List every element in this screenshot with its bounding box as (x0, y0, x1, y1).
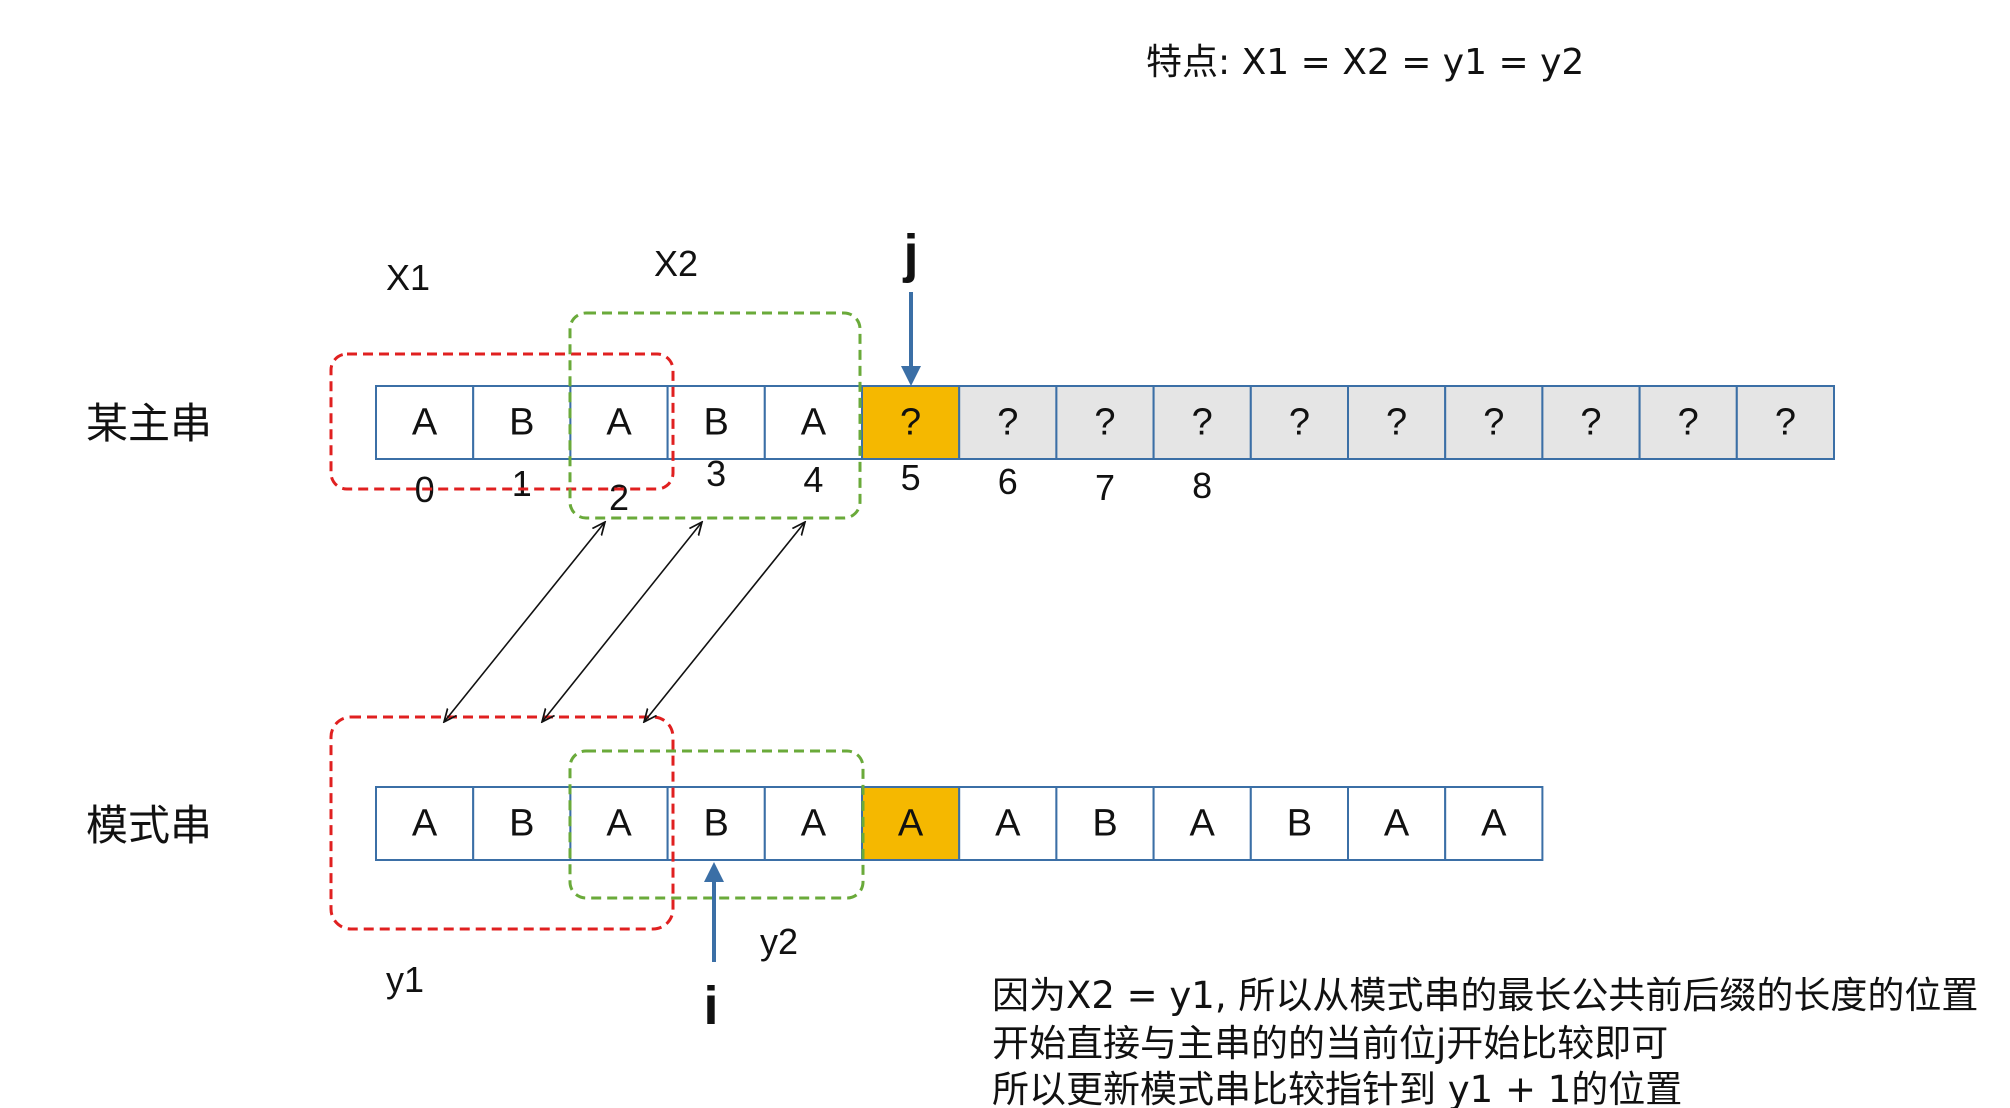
main-cell-box (1444, 385, 1544, 460)
pattern-cell-char: A (606, 803, 632, 845)
main-cell-char: B (704, 402, 729, 444)
main-cell-box (1541, 385, 1641, 460)
pattern-cell-box (1444, 786, 1544, 861)
pattern-cell-char: A (1481, 803, 1507, 845)
main-cell-char: ? (1192, 402, 1213, 444)
x2-label: X2 (654, 243, 698, 284)
pattern-cell-char: B (509, 803, 534, 845)
main-cell-box (1249, 385, 1350, 460)
pattern-cell-char: A (412, 803, 438, 845)
pointer-i-label: i (703, 976, 718, 1036)
main-cell-char: ? (1483, 402, 1504, 444)
pattern-cell-char: A (1190, 803, 1216, 845)
main-cell-box (1638, 385, 1738, 460)
x1-dashed-box (329, 352, 675, 491)
x1-label: X1 (386, 257, 430, 298)
note-line-1: 因为X2 = y1, 所以从模式串的最长公共前后缀的长度的位置 (992, 974, 1978, 1017)
pattern-cell-box (666, 786, 766, 861)
main-cell-box (763, 385, 863, 460)
main-index-label: 1 (512, 463, 532, 504)
main-index-label: 7 (1095, 467, 1115, 508)
main-cell-box (1152, 385, 1252, 460)
main-cell-char: ? (997, 402, 1018, 444)
match-arrow-1 (444, 522, 605, 722)
main-cell-box (958, 385, 1058, 460)
pattern-cell-char: B (1287, 803, 1312, 845)
main-index-label: 8 (1192, 465, 1212, 506)
pattern-cell-box (1249, 786, 1350, 861)
note-line-2: 开始直接与主串的的当前位j开始比较即可 (992, 1022, 1668, 1065)
main-cell-char: ? (1678, 402, 1699, 444)
main-index-label: 5 (901, 457, 921, 498)
match-arrow-2 (542, 522, 702, 722)
pattern-cell-char: B (704, 803, 729, 845)
main-cell-box (375, 385, 475, 460)
main-index-label: 6 (998, 461, 1018, 502)
main-cell-box (472, 385, 572, 460)
pattern-cell-box (569, 786, 669, 861)
main-cell-char: A (606, 402, 632, 444)
match-arrow-3 (644, 522, 805, 722)
pattern-row-label: 模式串 (86, 801, 212, 850)
main-cell-char: ? (1289, 402, 1310, 444)
main-cell-char: A (412, 402, 438, 444)
main-cell-char: ? (1580, 402, 1601, 444)
main-cell-char: A (801, 402, 827, 444)
pattern-cell-char: A (898, 803, 924, 845)
pattern-cell-char: A (801, 803, 827, 845)
pattern-cell-char: B (1092, 803, 1117, 845)
main-cell-char: ? (900, 402, 921, 444)
main-index-label: 4 (803, 459, 823, 500)
main-index-label: 2 (609, 477, 629, 518)
main-cell-char: ? (1094, 402, 1115, 444)
main-row-label: 某主串 (86, 399, 212, 448)
main-cell-box (1735, 385, 1836, 460)
note-line-3: 所以更新模式串比较指针到 y1 + 1的位置 (992, 1068, 1682, 1108)
y1-label: y1 (386, 959, 424, 1000)
main-cell-box (861, 385, 961, 460)
pointer-j-label: j (902, 224, 918, 284)
main-string-cells: A B A B A?????????? (375, 385, 1836, 460)
main-cell-char: ? (1386, 402, 1407, 444)
main-index-label: 3 (706, 453, 726, 494)
pattern-cell-char: A (995, 803, 1021, 845)
main-cell-char: B (509, 402, 534, 444)
pattern-cell-char: A (1384, 803, 1410, 845)
title: 特点: X1 = X2 = y1 = y2 (1146, 42, 1584, 83)
y2-dashed-box (568, 749, 865, 900)
pattern-cell-box (1152, 786, 1252, 861)
y2-label: y2 (760, 921, 798, 962)
x2-dashed-box (568, 311, 862, 520)
main-cell-box (1055, 385, 1155, 460)
explanation-note: 因为X2 = y1, 所以从模式串的最长公共前后缀的长度的位置 开始直接与主串的… (992, 974, 1978, 1108)
main-cell-char: ? (1775, 402, 1796, 444)
main-cell-box (569, 385, 669, 460)
